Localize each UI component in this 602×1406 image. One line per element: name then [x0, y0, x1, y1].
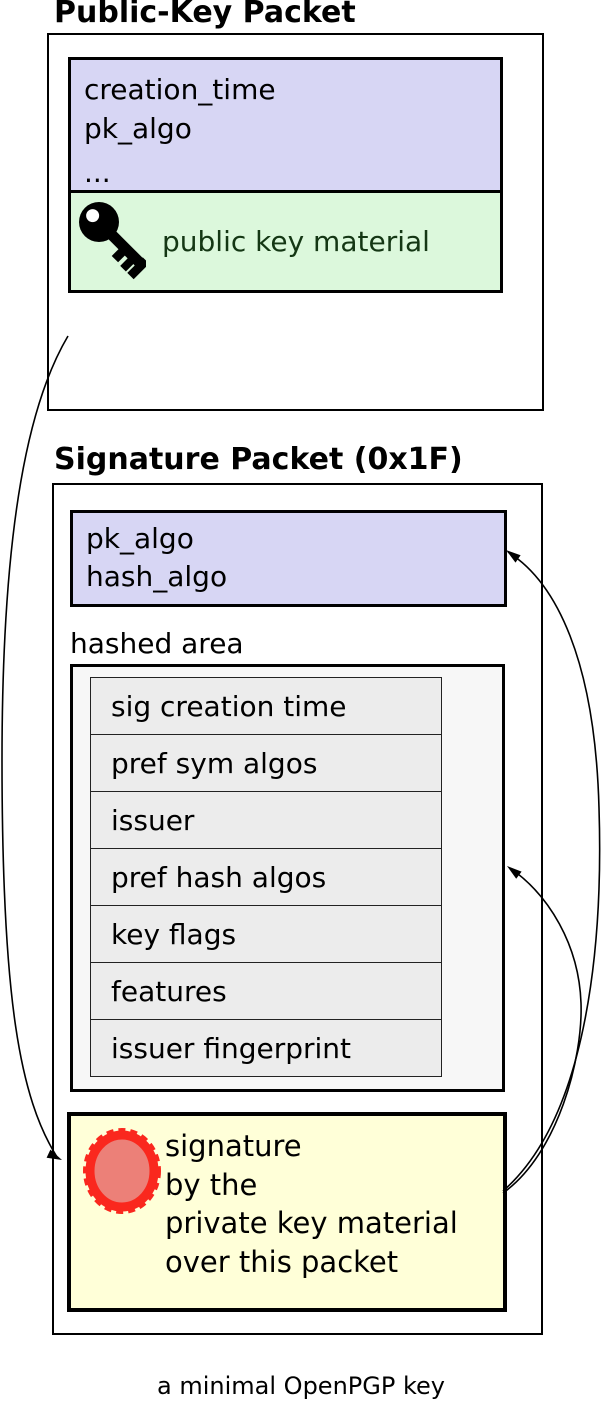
- public-key-packet-box: creation_time pk_algo ... public key mat…: [47, 33, 544, 411]
- signature-line: by the: [165, 1167, 258, 1202]
- public-key-material-label: public key material: [162, 225, 430, 258]
- seal-icon: [83, 1128, 161, 1214]
- field-ellipsis: ...: [84, 156, 111, 189]
- subpacket-row: features: [91, 963, 441, 1020]
- public-key-material-section: public key material: [71, 190, 500, 290]
- public-key-packet-title: Public-Key Packet: [54, 0, 356, 30]
- field-creation-time: creation_time: [84, 73, 276, 106]
- diagram-caption: a minimal OpenPGP key: [157, 1372, 445, 1400]
- signature-value-box: signature by the private key material ov…: [67, 1112, 507, 1312]
- subpacket-row: key flags: [91, 906, 441, 963]
- subpacket-row: issuer fingerprint: [91, 1020, 441, 1076]
- signature-packet-box: pk_algo hash_algo hashed area sig creati…: [52, 483, 543, 1335]
- sig-field-hash-algo: hash_algo: [86, 560, 228, 593]
- subpacket-row: pref hash algos: [91, 849, 441, 906]
- subpacket-row: sig creation time: [91, 678, 441, 735]
- field-pk-algo: pk_algo: [84, 112, 192, 145]
- signature-packet-title: Signature Packet (0x1F): [54, 442, 463, 477]
- subpacket-row: pref sym algos: [91, 735, 441, 792]
- signature-line: private key material: [165, 1206, 458, 1240]
- signature-algo-box: pk_algo hash_algo: [70, 510, 507, 607]
- public-key-inner-box: creation_time pk_algo ... public key mat…: [68, 57, 503, 293]
- sig-field-pk-algo: pk_algo: [86, 522, 194, 555]
- key-icon: [79, 201, 146, 279]
- signature-text: signature by the private key material ov…: [165, 1127, 458, 1281]
- subpacket-table: sig creation time pref sym algos issuer …: [90, 677, 442, 1077]
- public-key-fields: creation_time pk_algo ...: [71, 60, 500, 190]
- hashed-area-box: sig creation time pref sym algos issuer …: [70, 664, 505, 1092]
- signature-line: over this packet: [165, 1244, 399, 1279]
- signature-line: signature: [165, 1129, 302, 1163]
- subpacket-row: issuer: [91, 792, 441, 849]
- hashed-area-label: hashed area: [70, 627, 244, 660]
